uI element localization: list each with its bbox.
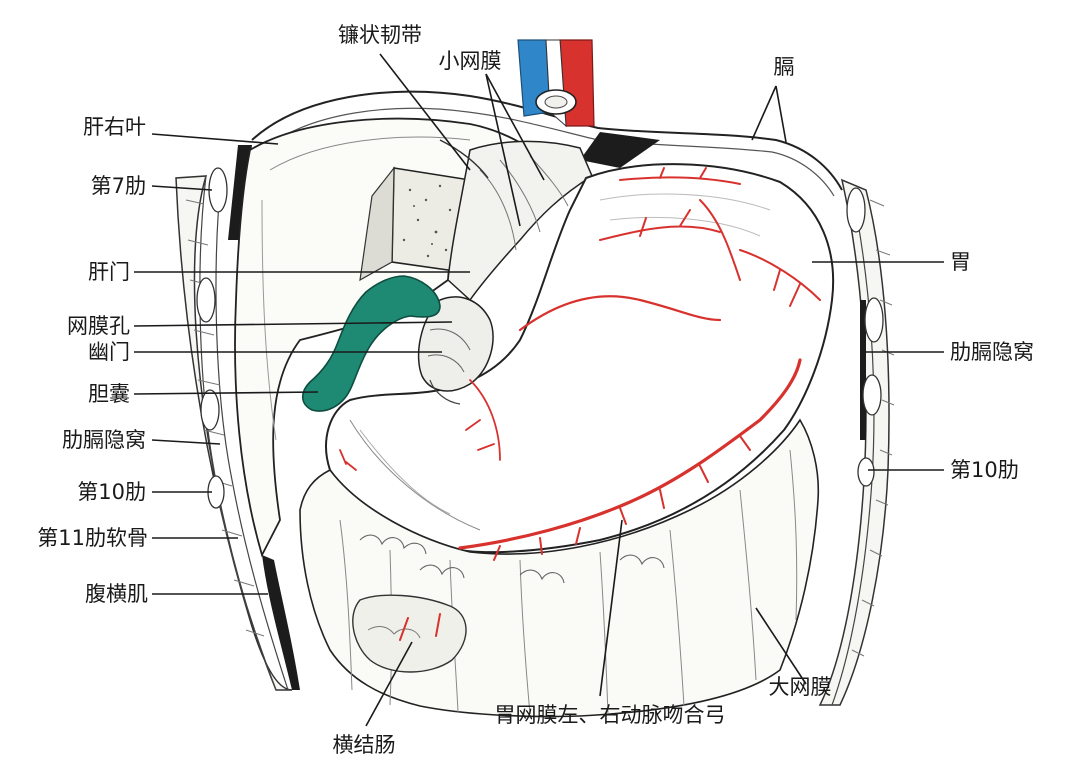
- label-rib-7: 第7肋: [91, 174, 146, 198]
- left-body-wall: [175, 145, 300, 691]
- label-pylorus: 幽门: [88, 340, 130, 364]
- right-body-wall: [818, 178, 895, 706]
- label-stomach: 胃: [950, 250, 971, 274]
- label-lesser-omentum: 小网膜: [439, 49, 502, 73]
- pylorus-region: [417, 296, 494, 405]
- gallbladder-shape: [301, 275, 441, 412]
- labels: 镰状韧带 小网膜 膈 肝右叶 第7肋 肝门 网膜孔 幽门 胆囊 肋膈隐窝 第10…: [37, 23, 1034, 757]
- label-gastroepiploic-anastomosis: 胃网膜左、右动脉吻合弓: [495, 703, 726, 727]
- greater-omentum: [299, 418, 820, 718]
- label-transverse-colon: 横结肠: [333, 733, 396, 757]
- label-rib-10-right: 第10肋: [950, 458, 1019, 482]
- label-diaphragm: 膈: [774, 55, 795, 79]
- label-costal-cartilage-11: 第11肋软骨: [37, 526, 148, 550]
- label-omental-foramen: 网膜孔: [67, 314, 130, 338]
- label-costodiaphragmatic-recess-right: 肋膈隐窝: [950, 340, 1034, 364]
- label-costodiaphragmatic-recess-left: 肋膈隐窝: [62, 428, 146, 452]
- esophagus-vessels: [517, 39, 595, 128]
- label-right-lobe-liver: 肝右叶: [83, 115, 146, 139]
- label-falciform-ligament: 镰状韧带: [338, 23, 422, 47]
- label-gallbladder: 胆囊: [88, 382, 130, 406]
- label-rib-10-left: 第10肋: [77, 480, 146, 504]
- label-porta-hepatis: 肝门: [88, 260, 130, 284]
- label-greater-omentum: 大网膜: [769, 675, 832, 699]
- leader-lines: [133, 53, 944, 727]
- arteries: [339, 167, 821, 641]
- label-transversus-abdominis: 腹横肌: [85, 582, 148, 606]
